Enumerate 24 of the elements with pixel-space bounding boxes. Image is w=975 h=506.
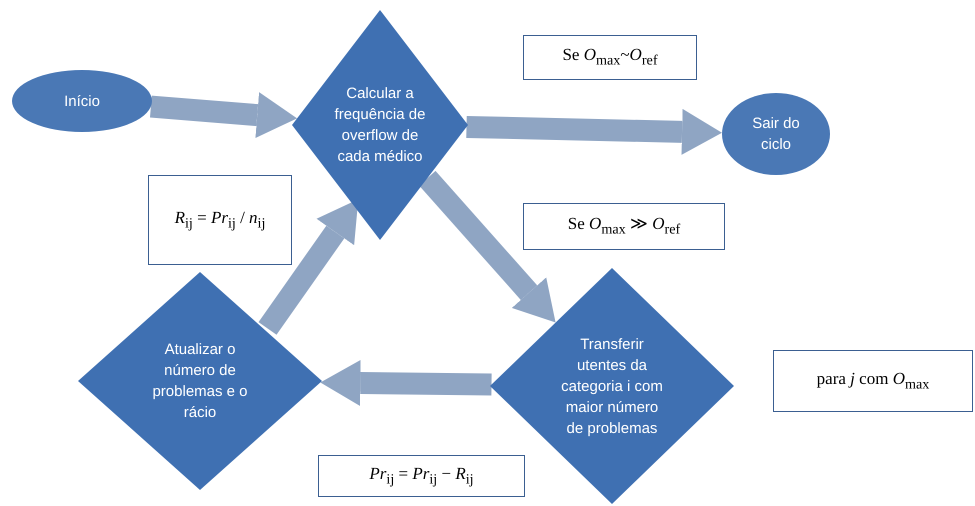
node-label: Calcular a frequência de overflow de cada médico [334, 84, 426, 167]
node-label: Início [63, 92, 101, 112]
formula-text: Se O$_{max}$ ≫ O$_{ref}$ [568, 213, 680, 240]
block-arrow [419, 170, 556, 323]
block-arrow [320, 360, 492, 406]
formula-box [523, 203, 725, 250]
formula-box [773, 350, 973, 412]
process-diamond [78, 272, 322, 490]
formula-text: Se O$_{max}$~O$_{ref}$ [562, 44, 658, 71]
formula-box [523, 35, 697, 80]
formula-box [148, 175, 292, 265]
terminal-ellipse [12, 70, 152, 132]
block-arrow [150, 92, 298, 138]
node-label: Transferir utentes da categoria i com maior número de problemas [560, 334, 664, 438]
node-label: Sair do ciclo [751, 114, 801, 155]
block-arrow [466, 108, 722, 155]
terminal-ellipse [722, 93, 830, 175]
node-label: Atualizar o número de problemas e o rácio [151, 340, 249, 423]
formula-text: para j com O$_{max}$ [816, 368, 930, 394]
formula-text: Pr$_{ij}$ = Pr$_{ij}$ − R$_{ij}$ [369, 462, 474, 490]
formula-text: R$_{ij}$ = Pr$_{ij}$ / n$_{ij}$ [174, 206, 266, 234]
process-diamond [292, 10, 468, 240]
formula-box [318, 455, 525, 497]
process-diamond [490, 268, 734, 504]
